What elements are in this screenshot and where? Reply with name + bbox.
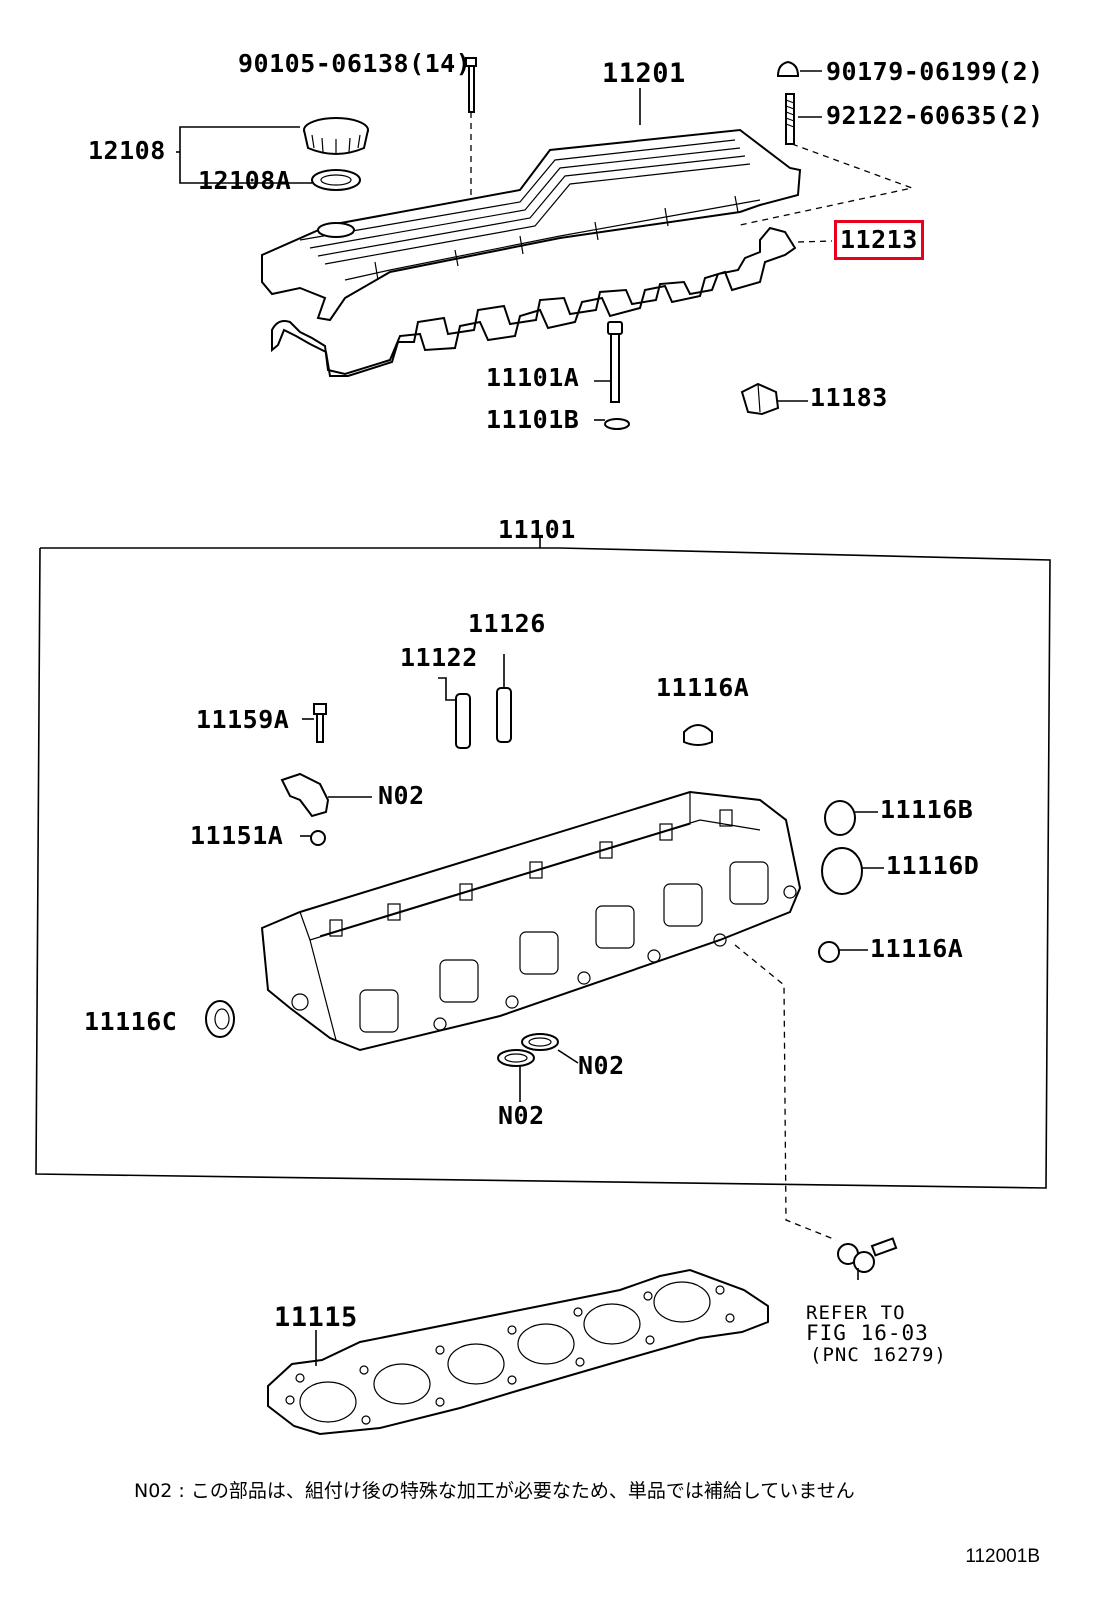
- stud-bolt-drawing[interactable]: [785, 93, 795, 145]
- label-11122[interactable]: 11122: [400, 643, 478, 672]
- refer-part-16279-drawing[interactable]: [837, 1237, 898, 1280]
- part-11183-drawing[interactable]: [740, 382, 780, 416]
- refer-text-line1: REFER TO: [806, 1302, 906, 1324]
- label-11159a[interactable]: 11159A: [196, 705, 290, 734]
- plug-11116b-drawing[interactable]: [824, 800, 856, 836]
- label-n02-bearing-cap[interactable]: N02: [378, 781, 425, 810]
- label-11116d[interactable]: 11116D: [886, 851, 980, 880]
- valve-cover-drawing[interactable]: [261, 128, 802, 322]
- footnote: N02 : この部品は、組付け後の特殊な加工が必要なため、単品では補給していませ…: [134, 1480, 855, 1502]
- label-12108[interactable]: 12108: [88, 136, 166, 165]
- valve-seat-drawing[interactable]: [497, 1033, 559, 1067]
- label-92122-60635[interactable]: 92122-60635(2): [826, 101, 1044, 130]
- label-11151a[interactable]: 11151A: [190, 821, 284, 850]
- figure-code: 112001B: [965, 1546, 1040, 1567]
- label-11101b[interactable]: 11101B: [486, 405, 580, 434]
- plug-11116a-right-drawing[interactable]: [818, 941, 840, 963]
- label-11115[interactable]: 11115: [274, 1302, 358, 1333]
- label-11101a[interactable]: 11101A: [486, 363, 580, 392]
- plug-11116d-drawing[interactable]: [821, 847, 863, 895]
- label-12108a[interactable]: 12108A: [198, 166, 292, 195]
- label-n02-seat-right[interactable]: N02: [578, 1051, 625, 1080]
- label-11116a-top[interactable]: 11116A: [656, 673, 750, 702]
- head-bolt-washer-drawing[interactable]: [604, 418, 630, 430]
- cylinder-head-assy-frame: [35, 547, 1051, 1189]
- label-11213-selected[interactable]: 11213: [834, 220, 924, 260]
- head-bolt-drawing[interactable]: [607, 321, 623, 403]
- camshaft-bearing-cap-drawing[interactable]: [280, 772, 330, 818]
- label-11116b[interactable]: 11116B: [880, 795, 974, 824]
- cap-nut-drawing[interactable]: [776, 60, 800, 77]
- valve-cover-gasket-drawing[interactable]: [271, 226, 797, 377]
- refer-text-line3: (PNC 16279): [810, 1344, 947, 1366]
- label-11201[interactable]: 11201: [602, 58, 686, 89]
- cylinder-head-drawing[interactable]: [260, 790, 802, 1052]
- label-n02-seat-bottom[interactable]: N02: [498, 1101, 545, 1130]
- cap-gasket-drawing[interactable]: [311, 169, 361, 191]
- label-11116c[interactable]: 11116C: [84, 1007, 178, 1036]
- bolt-11159a-drawing[interactable]: [313, 703, 327, 743]
- oil-filler-cap-drawing[interactable]: [303, 117, 369, 155]
- label-90105-06138[interactable]: 90105-06138(14): [238, 49, 472, 78]
- seal-11116c-drawing[interactable]: [205, 1000, 235, 1038]
- label-11116a-right[interactable]: 11116A: [870, 934, 964, 963]
- valve-guide-drawing[interactable]: [455, 687, 512, 749]
- label-11126[interactable]: 11126: [468, 609, 546, 638]
- part-11151a-drawing[interactable]: [310, 830, 326, 846]
- label-11101[interactable]: 11101: [498, 515, 576, 544]
- plug-11116a-top-drawing[interactable]: [683, 724, 713, 746]
- refer-text-line2: FIG 16-03: [806, 1321, 929, 1345]
- label-90179-06199[interactable]: 90179-06199(2): [826, 57, 1044, 86]
- cylinder-head-gasket-drawing[interactable]: [267, 1268, 769, 1436]
- label-11183[interactable]: 11183: [810, 383, 888, 412]
